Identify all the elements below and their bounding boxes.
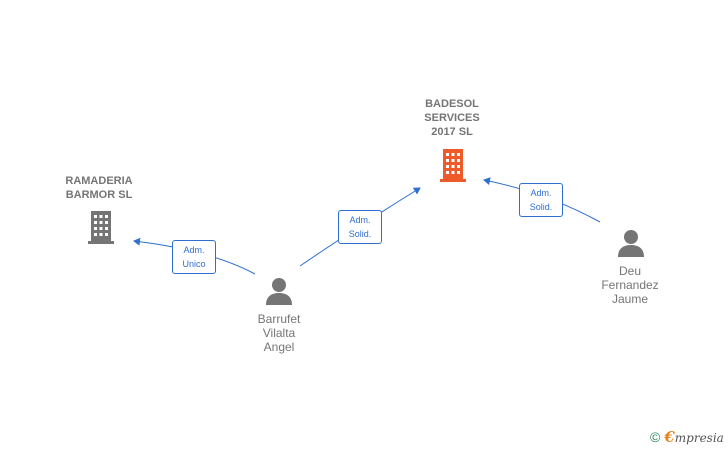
empresia-logo: © €mpresia [650,428,724,446]
edge-label-adm-solid: Adm. Solid. [338,210,382,244]
person-icon[interactable] [616,228,646,258]
person-label-deu[interactable]: Deu Fernandez Jaume [601,264,659,306]
edge-label-adm-unico: Adm. Unico [172,240,216,274]
person-icon[interactable] [264,276,294,306]
edge-label-adm-solid: Adm. Solid. [519,183,563,217]
building-icon[interactable] [86,209,116,245]
building-icon[interactable] [438,147,468,183]
company-label-badesol[interactable]: BADESOL SERVICES 2017 SL [424,98,480,138]
brand-wordmark: €mpresia [664,427,724,446]
person-label-barrufet[interactable]: Barrufet Vilalta Angel [257,312,301,354]
copyright-icon: © [650,429,661,445]
company-label-ramaderia[interactable]: RAMADERIA BARMOR SL [65,175,133,201]
